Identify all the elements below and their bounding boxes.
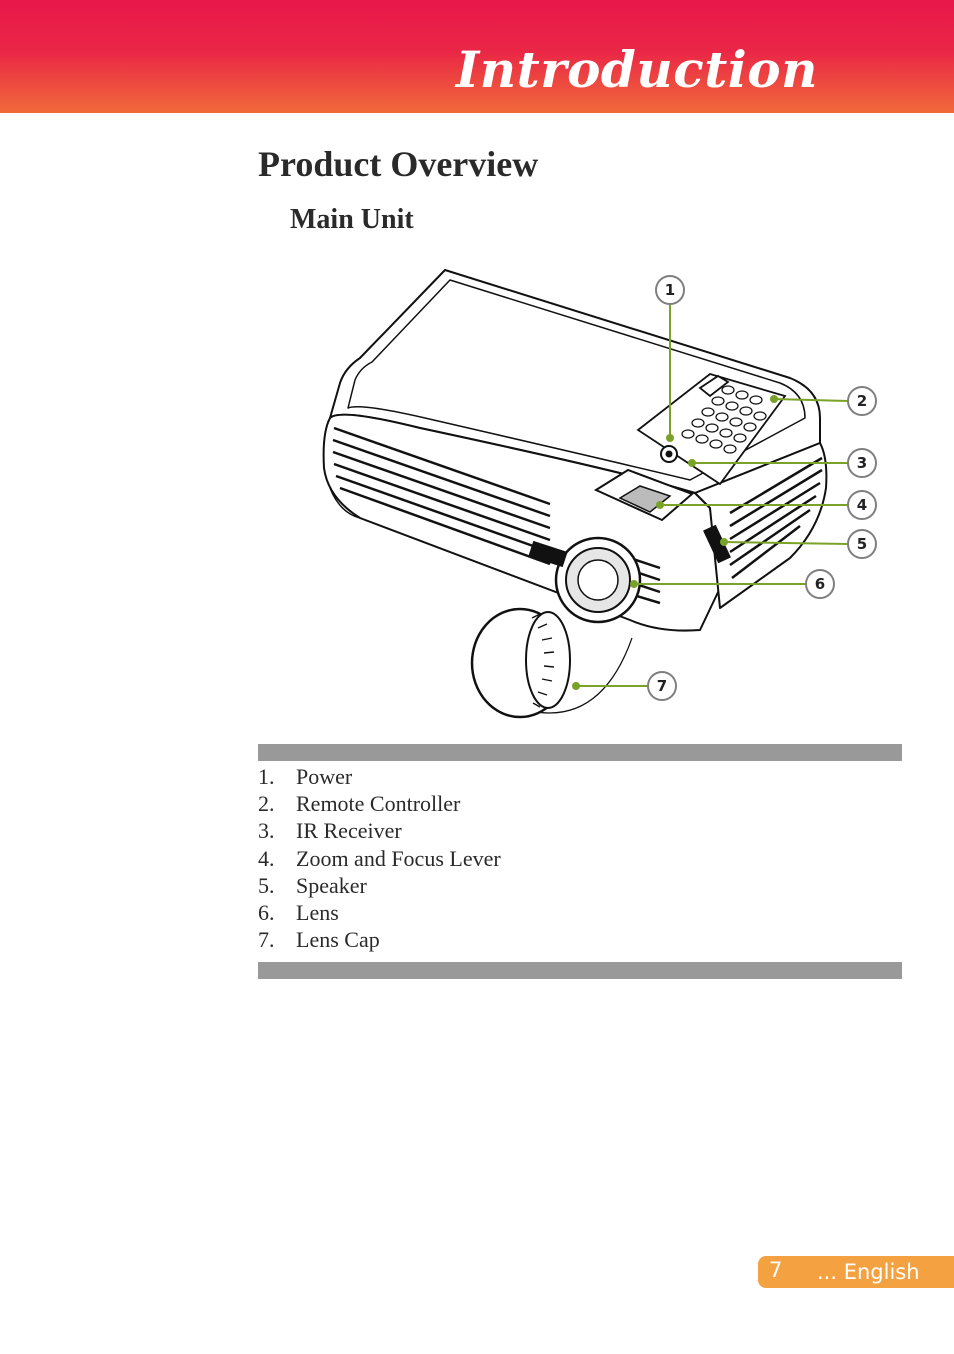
item-label: Zoom and Focus Lever <box>296 845 501 871</box>
item-label: Remote Controller <box>296 791 461 817</box>
projector-illustration: 1 2 3 4 5 6 7 <box>322 269 877 719</box>
header-band <box>0 0 954 113</box>
callout-5-number: 5 <box>857 535 867 553</box>
item-number: 7. <box>258 927 275 953</box>
callout-3: 3 <box>847 448 877 478</box>
parts-list-item: 6. Lens <box>258 899 501 926</box>
callout-4-number: 4 <box>857 496 867 514</box>
table-bottom-rule <box>258 962 902 979</box>
callout-1-number: 1 <box>665 281 675 299</box>
parts-list-item: 4. Zoom and Focus Lever <box>258 845 501 872</box>
item-number: 2. <box>258 791 275 817</box>
item-number: 3. <box>258 818 275 844</box>
item-number: 6. <box>258 899 275 925</box>
sub-section-title: Main Unit <box>290 204 414 235</box>
item-label: Power <box>296 764 353 789</box>
item-number: 1. <box>258 764 275 789</box>
callout-1: 1 <box>655 275 685 305</box>
item-label: Lens <box>296 899 339 925</box>
callout-7: 7 <box>647 671 677 701</box>
callout-2: 2 <box>847 386 877 416</box>
item-number: 4. <box>258 845 275 871</box>
page-number: 7 <box>769 1258 783 1282</box>
callout-2-number: 2 <box>857 392 867 410</box>
callout-7-number: 7 <box>657 677 667 695</box>
parts-list: 1. Power 2. Remote Controller 3. IR Receive… <box>258 763 501 953</box>
parts-list-item: 2. Remote Controller <box>258 790 501 817</box>
callout-6: 6 <box>805 569 835 599</box>
parts-list-item: 3. IR Receiver <box>258 817 501 844</box>
projector-diagram: 1 2 3 4 5 6 7 <box>300 258 900 728</box>
callout-5: 5 <box>847 529 877 559</box>
item-label: Speaker <box>296 872 367 898</box>
callout-6-number: 6 <box>815 575 825 593</box>
section-title: Product Overview <box>258 144 539 184</box>
parts-list-item: 5. Speaker <box>258 872 501 899</box>
parts-list-item: 1. Power <box>258 763 501 790</box>
footer-tab <box>758 1256 954 1288</box>
item-label: IR Receiver <box>296 818 402 844</box>
callout-4: 4 <box>847 490 877 520</box>
parts-list-item: 7. Lens Cap <box>258 926 501 953</box>
item-label: Lens Cap <box>296 927 380 953</box>
callout-3-number: 3 <box>857 454 867 472</box>
chapter-title: Introduction <box>455 40 818 99</box>
table-top-rule <box>258 744 902 761</box>
footer-language: ... English <box>817 1260 920 1284</box>
item-number: 5. <box>258 872 275 898</box>
